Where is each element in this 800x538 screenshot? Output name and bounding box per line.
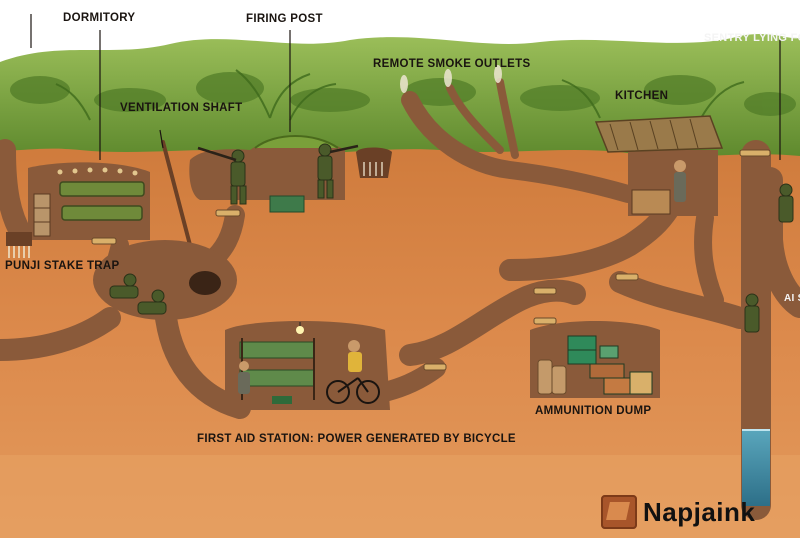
label-first-aid-station: FIRST AID STATION: POWER GENERATED BY BI… <box>197 433 516 445</box>
watermark-text: Napjaink <box>643 496 756 527</box>
first-aid-station <box>225 321 390 410</box>
firing-post-chamber <box>189 135 392 213</box>
watermark: Napjaink <box>601 492 755 532</box>
label-firing-post: FIRING POST <box>246 13 323 25</box>
label-punji-stake-trap: PUNJI STAKE TRAP <box>5 260 120 272</box>
napjaink-logo-icon <box>601 495 637 529</box>
well-water <box>742 430 770 506</box>
label-ammunition-dump: AMMUNITION DUMP <box>535 405 652 417</box>
label-sentry: SENTRY LYING FOR U.S. TUN <box>704 32 800 44</box>
lower-soil-band <box>0 455 800 538</box>
smoke-wisps <box>400 65 502 93</box>
soldiers-crawling <box>109 273 167 315</box>
label-kitchen: KITCHEN <box>615 90 669 102</box>
jungle-foliage <box>10 72 796 116</box>
trap-doors <box>91 149 771 371</box>
kitchen <box>594 115 724 216</box>
label-edge-cutoff: AI SH <box>784 293 800 304</box>
label-remote-smoke-outlets: REMOTE SMOKE OUTLETS <box>373 58 531 70</box>
label-ventilation-shaft: VENTILATION SHAFT <box>120 102 243 114</box>
leader-lines <box>30 14 781 160</box>
punji-trap <box>6 232 32 258</box>
palm-fronds <box>55 69 745 121</box>
ammunition-dump <box>530 321 660 398</box>
tunnel-opening <box>189 271 221 295</box>
dormitory-chamber <box>28 162 150 240</box>
sentry-figures <box>744 183 794 333</box>
label-dormitory: DORMITORY <box>63 12 136 24</box>
